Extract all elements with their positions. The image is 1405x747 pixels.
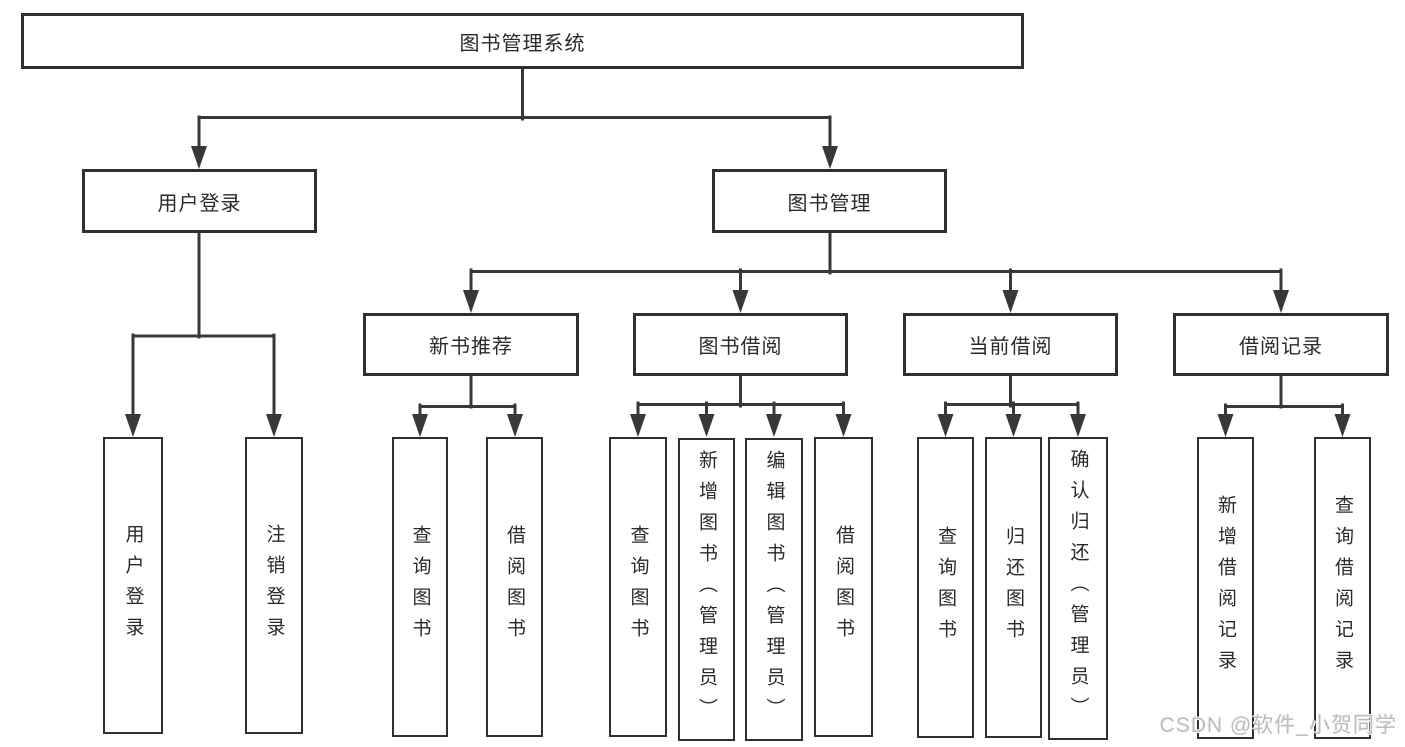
connector-new-book-recommend xyxy=(412,374,523,437)
leaf-borrow-book-borrowing: 借阅图书 xyxy=(814,437,873,737)
connector-user-login xyxy=(125,231,282,437)
leaf-query-book-current: 查询图书 xyxy=(917,437,974,738)
leaf-logout: 注销登录 xyxy=(245,437,303,734)
leaf-add-borrow-record: 新增借阅记录 xyxy=(1197,437,1254,739)
node-user-login: 用户登录 xyxy=(82,169,317,233)
leaf-query-book-borrowing: 查询图书 xyxy=(609,437,667,737)
node-book-borrowing: 图书借阅 xyxy=(633,313,848,376)
connector-borrowing-records xyxy=(1217,374,1351,437)
leaf-add-book-admin: 新增图书（管理员） xyxy=(678,438,735,741)
node-library-management-system: 图书管理系统 xyxy=(21,13,1024,69)
leaf-user-login: 用户登录 xyxy=(103,437,163,734)
connector-current-borrowing xyxy=(937,374,1086,437)
leaf-query-book-recommend: 查询图书 xyxy=(392,437,448,737)
csdn-watermark: CSDN @软件_小贺同学 xyxy=(1159,714,1397,737)
connector-root xyxy=(191,67,838,169)
node-borrowing-records: 借阅记录 xyxy=(1173,313,1389,376)
node-new-book-recommend: 新书推荐 xyxy=(363,313,579,376)
leaf-edit-book-admin: 编辑图书（管理员） xyxy=(745,438,803,741)
leaf-confirm-return-admin: 确认归还（管理员） xyxy=(1048,437,1108,740)
connector-book-management xyxy=(463,231,1289,313)
node-current-borrowing: 当前借阅 xyxy=(903,313,1118,376)
leaf-return-book: 归还图书 xyxy=(985,437,1042,738)
leaf-borrow-book-recommend: 借阅图书 xyxy=(486,437,543,737)
node-book-management: 图书管理 xyxy=(712,169,947,233)
connector-book-borrowing xyxy=(630,374,852,437)
leaf-query-borrow-record: 查询借阅记录 xyxy=(1314,437,1371,739)
